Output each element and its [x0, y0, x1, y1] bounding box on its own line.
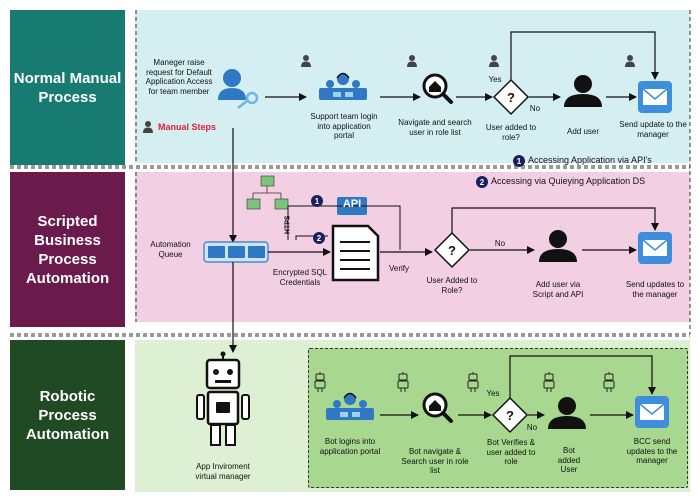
document-icon	[331, 224, 380, 282]
person-icon	[625, 55, 635, 67]
decision-diamond-icon	[492, 397, 528, 433]
bot-navigate-text: Bot navigate & Search user in role list	[401, 447, 469, 475]
badge-2-icon	[476, 176, 488, 188]
send-update-text: Send update to the manager	[619, 120, 687, 139]
verify-label: Verify	[388, 264, 409, 273]
mail-icon	[637, 231, 673, 265]
add-user-text: Add user	[566, 127, 600, 136]
yes-label: Yes	[486, 389, 500, 398]
support-login-text: Support team login into application port…	[310, 112, 378, 140]
support-team-icon	[318, 72, 368, 101]
bot-login-text: Bot logins into application portal	[319, 437, 381, 456]
bot-icon	[603, 371, 615, 393]
support-team-icon	[325, 392, 375, 421]
bot-icon	[314, 371, 326, 393]
person-icon	[301, 55, 311, 67]
robot-text: App Inviroment virtual manager	[195, 462, 251, 481]
row-label-manual: Normal Manual Process	[10, 10, 125, 165]
bot-icon	[397, 371, 409, 393]
badge-1-icon	[513, 155, 525, 167]
mail-icon	[637, 80, 673, 114]
network-tree-icon	[246, 175, 289, 210]
mail-icon	[634, 395, 670, 429]
badge-number: 2	[479, 178, 485, 187]
person-icon	[489, 55, 499, 67]
https-label: HTPS	[284, 215, 292, 235]
home-search-icon	[422, 392, 453, 423]
robot-icon	[196, 351, 250, 446]
person-icon	[407, 55, 417, 67]
automation-queue-text: Automation Queue	[150, 240, 191, 259]
decision-diamond-icon	[434, 232, 470, 268]
encrypted-credentials-text: Encrypted SQL Credentials	[272, 268, 328, 287]
manager-icon	[218, 69, 259, 109]
api-label: API	[342, 198, 362, 210]
bcc-send-text: BCC send updates to the manager	[626, 437, 678, 465]
bot-added-text: Bot added User	[557, 446, 581, 474]
note-ds: Accessing via Quieying Application DS	[491, 176, 646, 186]
automation-queue-icon	[203, 241, 269, 263]
no-label: No	[529, 104, 541, 113]
yes-label: Yes	[488, 75, 502, 84]
decision-text: User added to role?	[485, 123, 537, 142]
bot-icon	[543, 371, 555, 393]
bot-verifies-text: Bot Verifies & user added to role	[486, 438, 536, 466]
manual-person-icon	[143, 121, 153, 133]
decision-text: User Added to Role?	[426, 276, 478, 295]
manual-steps-text: Manual Steps	[158, 122, 217, 132]
user-icon	[548, 397, 586, 429]
panel-manual	[135, 10, 690, 163]
badge-1-icon	[311, 195, 323, 207]
badge-number: 1	[314, 197, 320, 206]
badge-number: 1	[516, 157, 522, 166]
manager-request-text: Maneger raise request for Default Applic…	[145, 58, 213, 96]
add-user-script-text: Add user via Script and API	[532, 280, 584, 299]
note-api: Accessing Application via API's	[528, 155, 652, 165]
row-label-rpa: Robotic Process Automation	[10, 340, 125, 490]
badge-2-icon	[313, 232, 325, 244]
user-icon	[539, 230, 577, 262]
no-label: No	[526, 423, 538, 432]
navigate-search-text: Navigate and search user in role list	[398, 118, 472, 137]
user-icon	[564, 75, 602, 107]
badge-number: 2	[316, 234, 322, 243]
send-updates-text: Send updates to the manager	[625, 280, 685, 299]
bot-icon	[467, 371, 479, 393]
row-label-scripted: Scripted Business Process Automation	[10, 172, 125, 327]
home-search-icon	[422, 73, 453, 104]
decision-diamond-icon	[493, 79, 529, 115]
no-label: No	[494, 239, 506, 248]
